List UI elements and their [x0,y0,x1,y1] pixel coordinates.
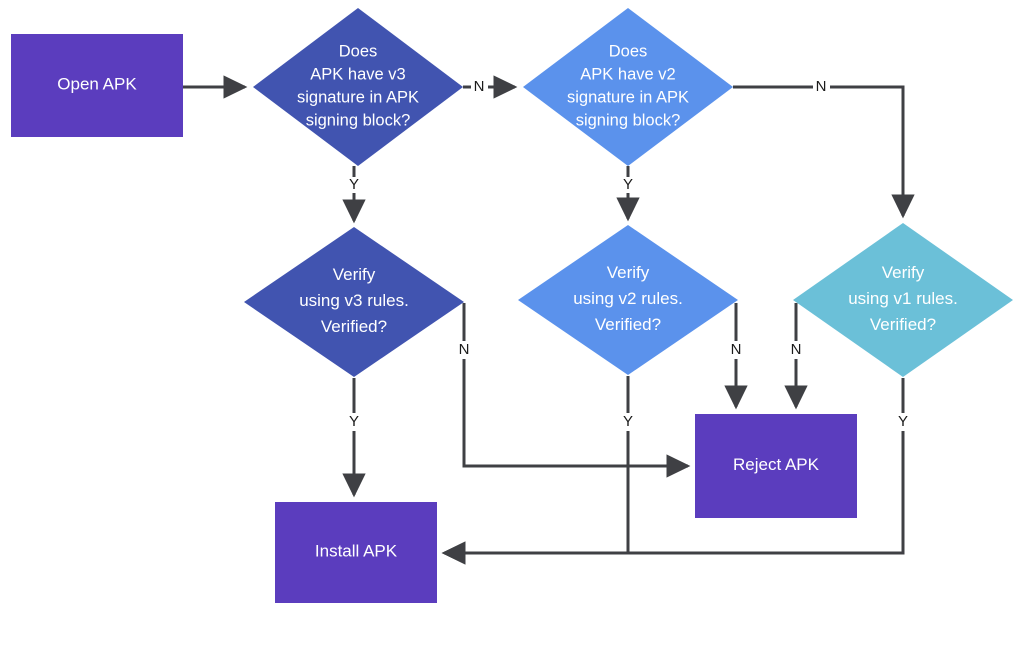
decision-has-v3-signature-shape [253,8,463,166]
decision-verify-v1-rules-shape [793,223,1013,377]
edge-verify-v3-no-to-reject-apk [462,303,691,478]
reject-apk-box[interactable]: Reject APK [695,414,857,518]
edge-has-v2-no-to-verify-v1-segment [830,85,915,219]
decision-verify-v3-rules-shape [244,227,464,377]
open-apk-box[interactable]: Open APK [11,34,183,137]
edge-verify-v1-yes-to-install-apk-segment [441,431,905,565]
edge-verify-v1-no-to-reject-apk-branch-label: N [791,341,802,358]
edge-verify-v2-no-to-reject-apk-branch-label: N [731,341,742,358]
reject-apk-box-label: Reject APK [733,455,820,474]
edge-has-v2-yes-to-verify-v2-branch-label: Y [623,176,633,193]
edge-verify-v3-yes-to-install-apk-branch-label: Y [349,413,359,430]
edge-verify-v1-yes-to-install-apk [441,378,905,565]
edge-verify-v2-yes-to-install-apk-branch-label: Y [623,413,633,430]
open-apk-box-shape [11,34,183,137]
edge-has-v2-no-to-verify-v1 [733,85,915,219]
install-apk-box-shape [275,502,437,603]
edge-labels-layer: N Y N Y N Y N Y N Y [349,78,908,430]
install-apk-box-label: Install APK [315,542,398,561]
edge-has-v3-yes-to-verify-v3-branch-label: Y [349,176,359,193]
edge-verify-v1-yes-to-install-apk-branch-label: Y [898,413,908,430]
decision-verify-v2-rules-shape [518,225,738,375]
decision-has-v2-signature-shape [523,8,733,166]
install-apk-box[interactable]: Install APK [275,502,437,603]
edge-has-v3-no-to-has-v2-branch-label: N [474,78,485,95]
edge-verify-v2-yes-to-install-apk-segment [441,431,630,565]
edge-verify-v3-no-to-reject-apk-segment [462,359,691,478]
edge-verify-v3-no-to-reject-apk-branch-label: N [459,341,470,358]
open-apk-box-label: Open APK [57,75,137,94]
edge-has-v2-no-to-verify-v1-branch-label: N [816,78,827,95]
edges-layer [183,75,915,565]
reject-apk-box-shape [695,414,857,518]
